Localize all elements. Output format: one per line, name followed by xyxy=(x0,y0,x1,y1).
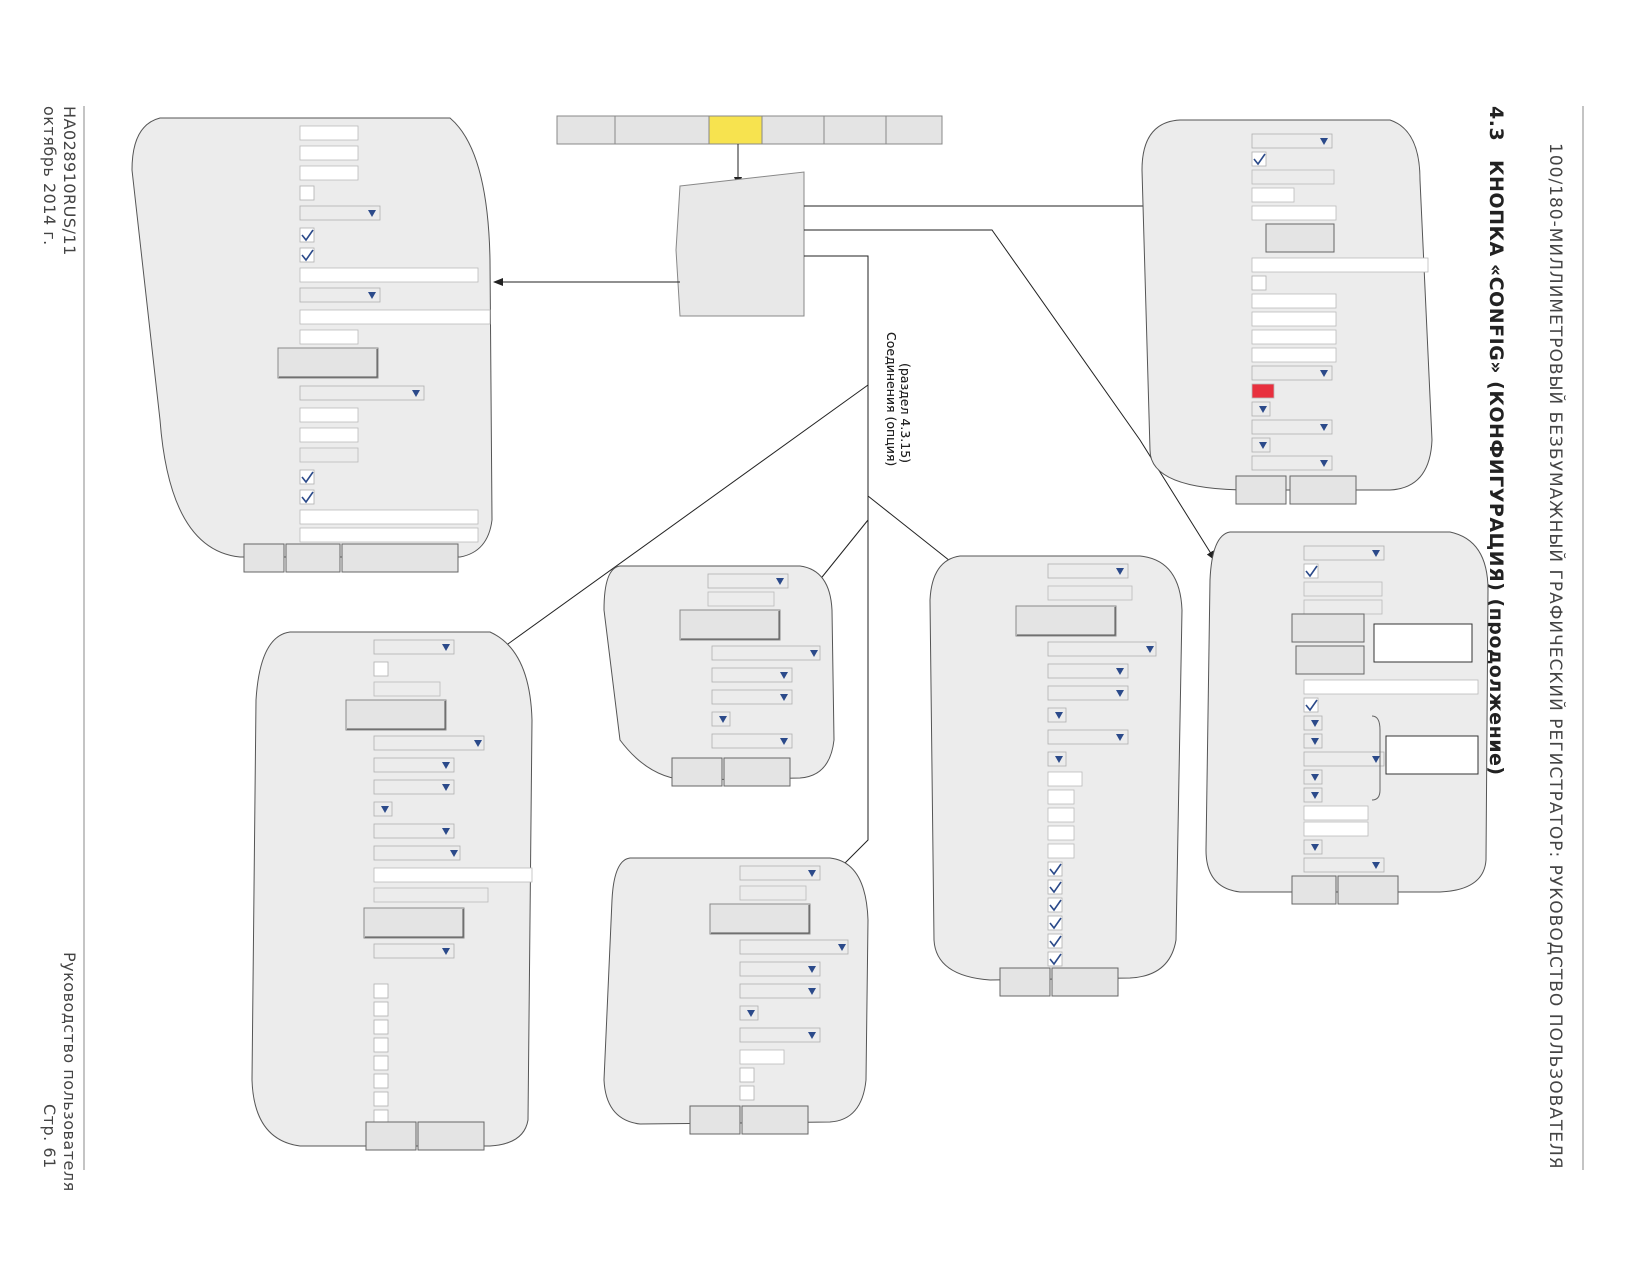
panel-d xyxy=(929,555,1183,997)
connections-section-ref-overlay: (раздел 4.3.15) xyxy=(898,363,913,464)
panel-g xyxy=(251,631,533,1151)
panel-c xyxy=(1205,531,1489,905)
panel-f xyxy=(603,857,869,1135)
red-swatch xyxy=(1251,383,1275,399)
panel-a xyxy=(131,117,493,573)
config-menu-panel xyxy=(675,171,805,317)
panel-e xyxy=(603,565,835,787)
connections-note-overlay: Соединения (опция) xyxy=(884,332,899,467)
top-button-bar xyxy=(556,115,943,145)
config-tab-highlight xyxy=(708,115,763,145)
panel-b xyxy=(1141,119,1433,505)
